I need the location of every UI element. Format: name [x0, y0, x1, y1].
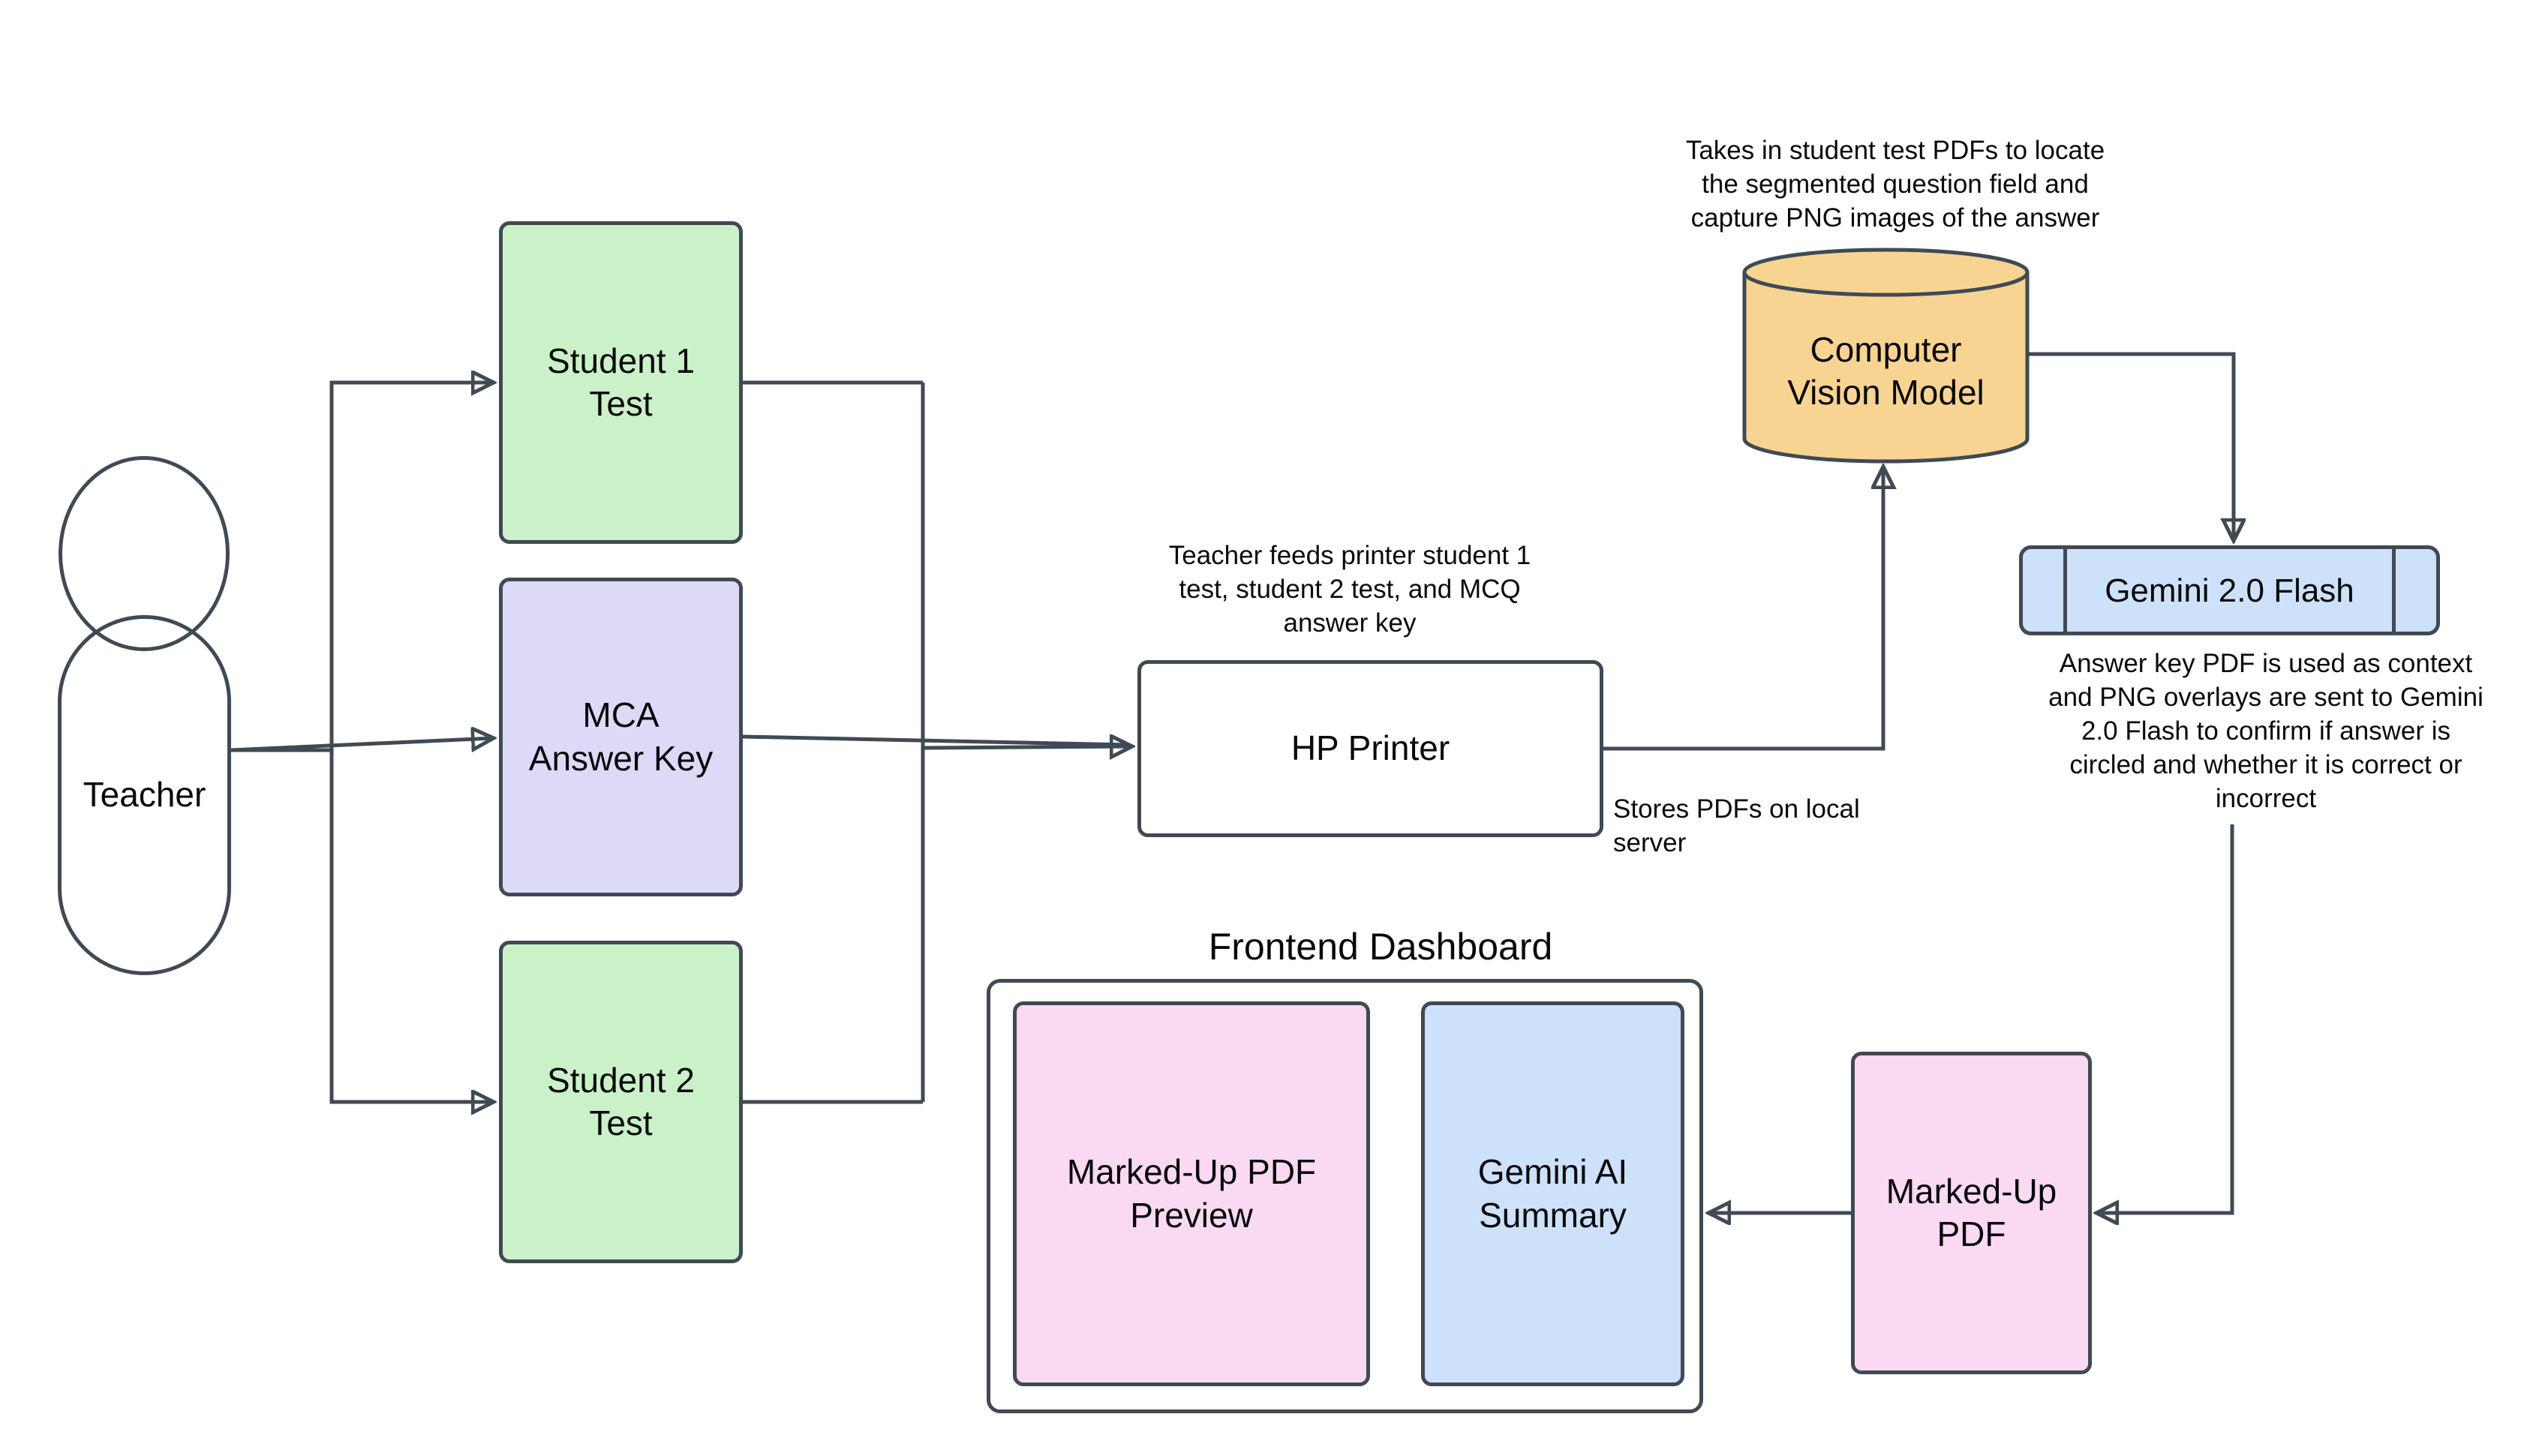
cv-model-cylinder-top	[1742, 248, 2030, 297]
dashboard-gemini-summary-label: Gemini AI Summary	[1477, 1152, 1628, 1235]
dashboard-gemini-summary: Gemini AI Summary	[1421, 1001, 1684, 1386]
node-mca-label: MCA Answer Key	[528, 695, 714, 778]
connector-teacher-mca	[230, 738, 493, 750]
node-marked-up-pdf: Marked-Up PDF	[1851, 1052, 2092, 1374]
connector-merge-printer	[922, 746, 1131, 748]
connector-cvmodel-gemini	[2027, 352, 2234, 540]
teacher-label: Teacher	[83, 775, 206, 815]
annotation-printer-input: Teacher feeds printer student 1 test, st…	[1168, 541, 1531, 638]
node-student1-test: Student 1 Test	[499, 221, 743, 544]
node-student2-test: Student 2 Test	[499, 941, 743, 1263]
dashboard-pdf-preview: Marked-Up PDF Preview	[1013, 1001, 1370, 1386]
gemini-left-bar	[2063, 549, 2067, 632]
connector-mca-printer	[742, 734, 1130, 747]
cv-model-cylinder-body	[1742, 272, 2030, 464]
node-mca-answer-key: MCA Answer Key	[499, 578, 743, 896]
dashboard-pdf-preview-label: Marked-Up PDF Preview	[1066, 1152, 1317, 1235]
annotation-stores-pdfs: Stores PDFs on local server	[1613, 794, 1860, 857]
node-gemini-flash-label: Gemini 2.0 Flash	[2105, 572, 2354, 609]
node-cv-model-label: Computer Vision Model	[1787, 329, 1985, 413]
gemini-right-bar	[2392, 549, 2396, 632]
node-hp-printer: HP Printer	[1137, 660, 1603, 837]
annotation-cv-model: Takes in student test PDFs to locate the…	[1685, 136, 2105, 233]
connector-printer-cvmodel	[1603, 467, 1883, 751]
node-student2-label: Student 2 Test	[547, 1060, 695, 1143]
node-gemini-flash: Gemini 2.0 Flash	[2019, 545, 2440, 635]
connector-teacher-student2	[231, 748, 493, 1102]
connector-teacher-student1	[231, 383, 493, 752]
dashboard-title: Frontend Dashboard	[1208, 925, 1553, 968]
teacher-actor: Teacher	[58, 615, 231, 975]
annotation-gemini-flash: Answer key PDF is used as context and PN…	[2048, 649, 2483, 813]
connector-gemini-markedpdf	[2097, 824, 2234, 1213]
node-student1-label: Student 1 Test	[547, 341, 695, 424]
node-marked-up-pdf-label: Marked-Up PDF	[1885, 1171, 2057, 1254]
node-hp-printer-label: HP Printer	[1291, 728, 1450, 768]
